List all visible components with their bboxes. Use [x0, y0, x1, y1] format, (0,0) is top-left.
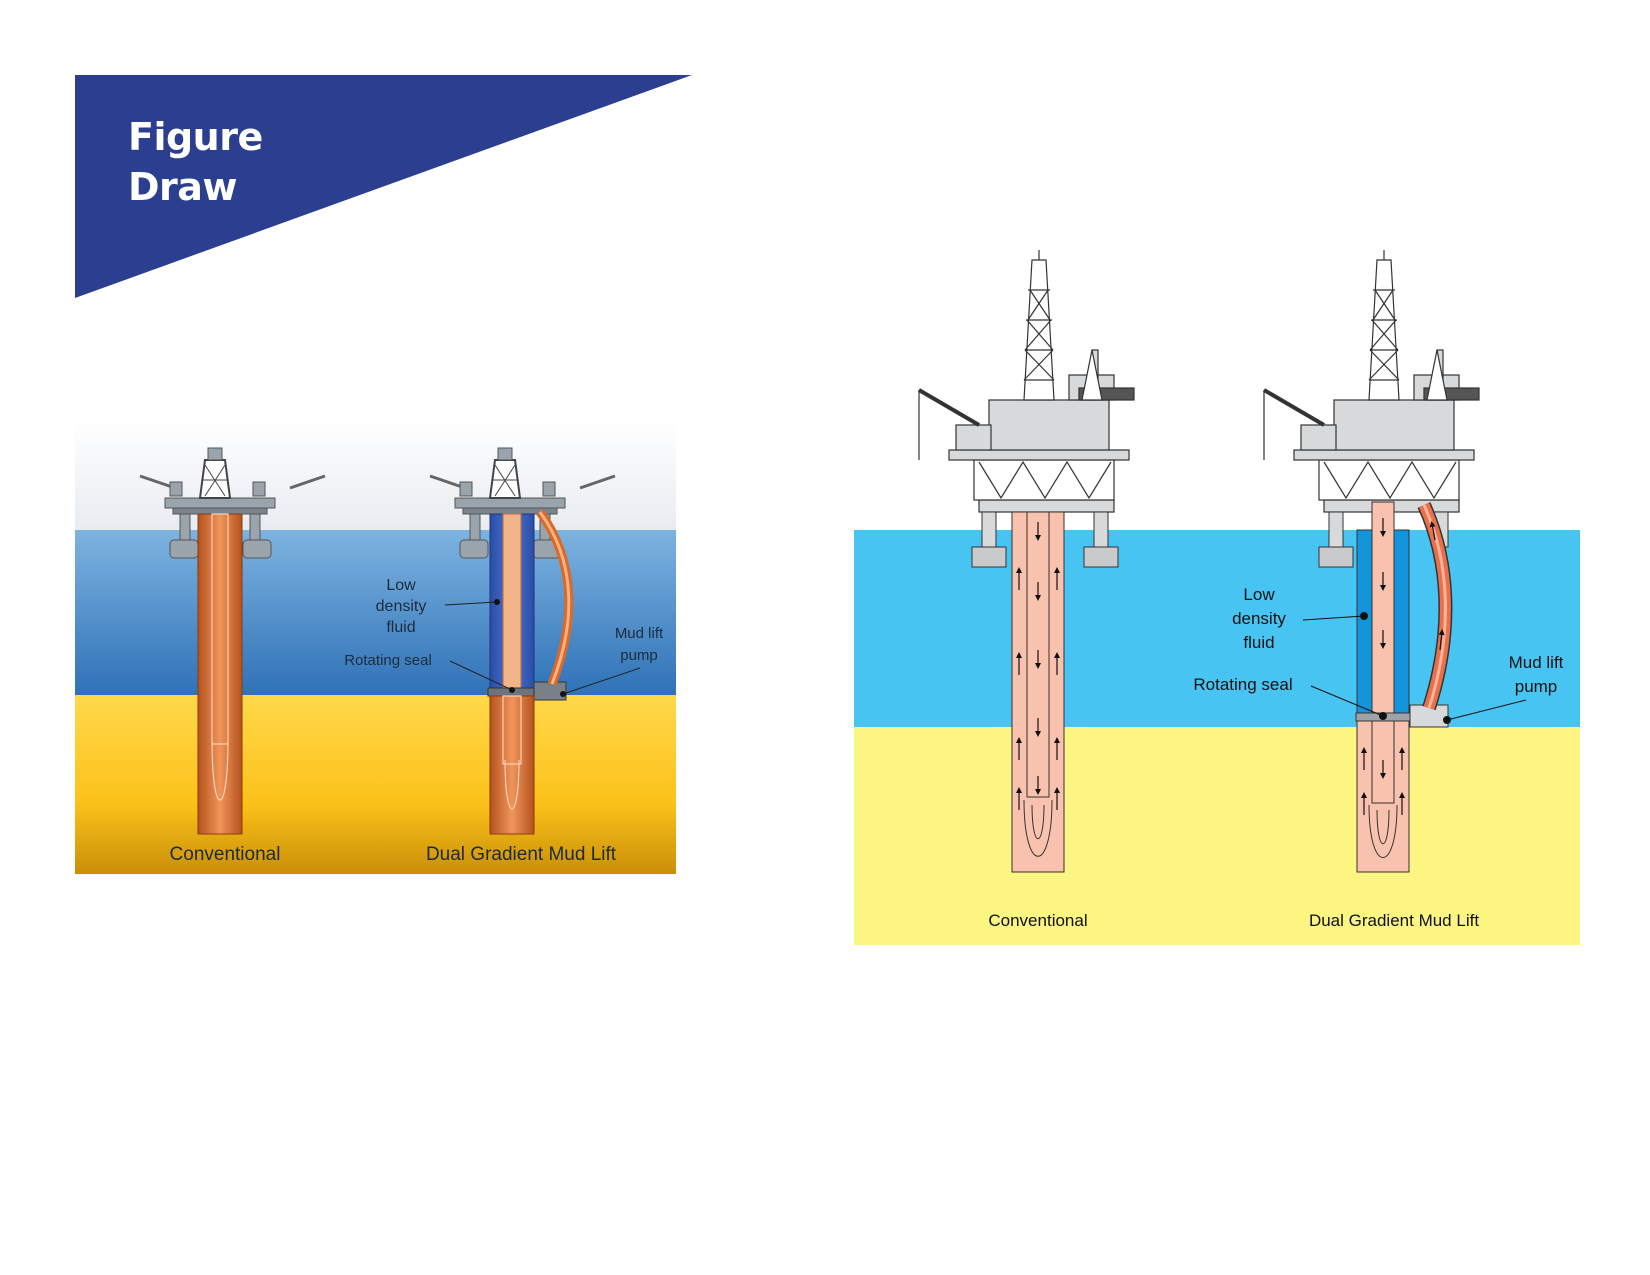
conventional-pontoon-right: [1083, 546, 1119, 568]
conventional-drillstring: [1026, 511, 1050, 798]
seabed: [854, 727, 1580, 945]
dual-flow-arrows: [1361, 518, 1445, 815]
mud-lift-pump-pointer: [1446, 699, 1527, 721]
rotating-seal-pointer: [1310, 685, 1384, 717]
figure-banner: [75, 75, 692, 298]
dual-leg-left: [1328, 511, 1344, 548]
dual-pontoon-left: [1318, 546, 1354, 568]
original-diagram: Low density fluid Rotating seal Mud lift…: [75, 420, 676, 874]
dual-gradient-label: Dual Gradient Mud Lift: [426, 844, 617, 865]
mud-lift-pump-dot: [1443, 716, 1451, 724]
mud-lift-pump-label-1: Mud lift: [615, 625, 664, 642]
dual-drillstring-upper: [502, 513, 522, 691]
conventional-platform: [917, 250, 1135, 513]
low-density-dot: [494, 599, 500, 605]
low-density-label-1: Low: [1243, 585, 1275, 604]
rotating-seal-dot: [1379, 712, 1387, 720]
rotating-seal-pointer: [449, 660, 513, 691]
sky: [75, 420, 676, 530]
conventional-label: Conventional: [170, 844, 281, 865]
dual-drillstring-lower: [502, 695, 522, 765]
mud-lift-pump-label-1: Mud lift: [1509, 653, 1564, 672]
dual-rig: [429, 447, 616, 559]
conventional-rig: [139, 447, 326, 559]
mud-lift-pump-box: [533, 681, 567, 701]
conventional-pipe: [1011, 511, 1065, 873]
low-density-label-1: Low: [386, 577, 416, 594]
dual-flow-loop-inner: [1376, 809, 1390, 844]
low-density-label-2: density: [376, 598, 427, 615]
low-density-dot: [1360, 612, 1368, 620]
conventional-flow-loop: [1023, 799, 1053, 857]
banner-title: Figure Draw: [128, 112, 263, 212]
low-density-label-3: fluid: [386, 619, 415, 636]
mud-lift-pump-label-2: pump: [1515, 677, 1558, 696]
low-density-pointer: [444, 601, 498, 606]
rotating-seal-label: Rotating seal: [1193, 675, 1292, 694]
dual-drillstring-lower: [1371, 720, 1395, 804]
conventional-pipe: [197, 513, 243, 835]
redrawn-diagram: Low density fluid Rotating seal Mud lift…: [854, 250, 1580, 945]
mud-return-hose-highlight: [538, 511, 571, 685]
conventional-pontoon-left: [971, 546, 1007, 568]
low-density-label-3: fluid: [1243, 633, 1274, 652]
low-density-pointer: [1302, 615, 1365, 621]
banner-title-line2: Draw: [128, 165, 238, 209]
seabed: [75, 695, 676, 874]
conventional-drillstring: [211, 513, 229, 745]
mud-lift-pump-box: [1409, 704, 1449, 728]
banner-shape: [75, 75, 692, 298]
conventional-flow-arrows: [1016, 522, 1060, 810]
mud-lift-pump-dot: [560, 691, 566, 697]
dual-platform: [1262, 250, 1480, 513]
dual-pipe-lower: [489, 695, 535, 835]
dual-pipe-lower: [1356, 720, 1410, 873]
dual-flow-loop: [504, 759, 520, 810]
conventional-leg-right: [1093, 511, 1109, 548]
conventional-flow-loop: [211, 739, 229, 801]
rotating-seal-dot: [509, 687, 515, 693]
rotating-seal-label: Rotating seal: [344, 652, 432, 669]
mud-lift-pump-label-2: pump: [620, 647, 658, 664]
low-density-label-2: density: [1232, 609, 1286, 628]
mud-lift-pump-pointer: [562, 667, 641, 695]
conventional-leg-left: [981, 511, 997, 548]
conventional-flow-loop-inner: [1031, 804, 1045, 839]
sea: [854, 530, 1580, 727]
banner-title-line1: Figure: [128, 115, 263, 159]
dual-flow-loop: [1368, 804, 1398, 858]
dual-gradient-label: Dual Gradient Mud Lift: [1309, 911, 1479, 930]
conventional-label: Conventional: [988, 911, 1087, 930]
